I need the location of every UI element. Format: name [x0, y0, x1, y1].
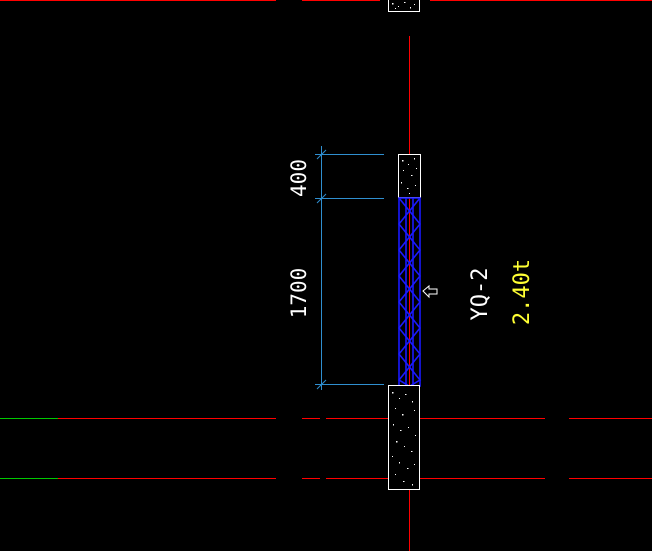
- concrete-column-top: [388, 0, 420, 12]
- truss-wall-yq2[interactable]: [397, 197, 422, 387]
- load-direction-arrow: [422, 284, 438, 299]
- dimension-text-400: 400: [287, 159, 311, 197]
- concrete-column-lower: [388, 385, 420, 490]
- concrete-wall-upper: [398, 154, 421, 198]
- wall-label: YQ-2: [468, 268, 493, 321]
- wall-load-label: 2.40t: [510, 259, 535, 325]
- dimension-lines: [315, 146, 384, 390]
- dimension-text-1700: 1700: [287, 268, 311, 319]
